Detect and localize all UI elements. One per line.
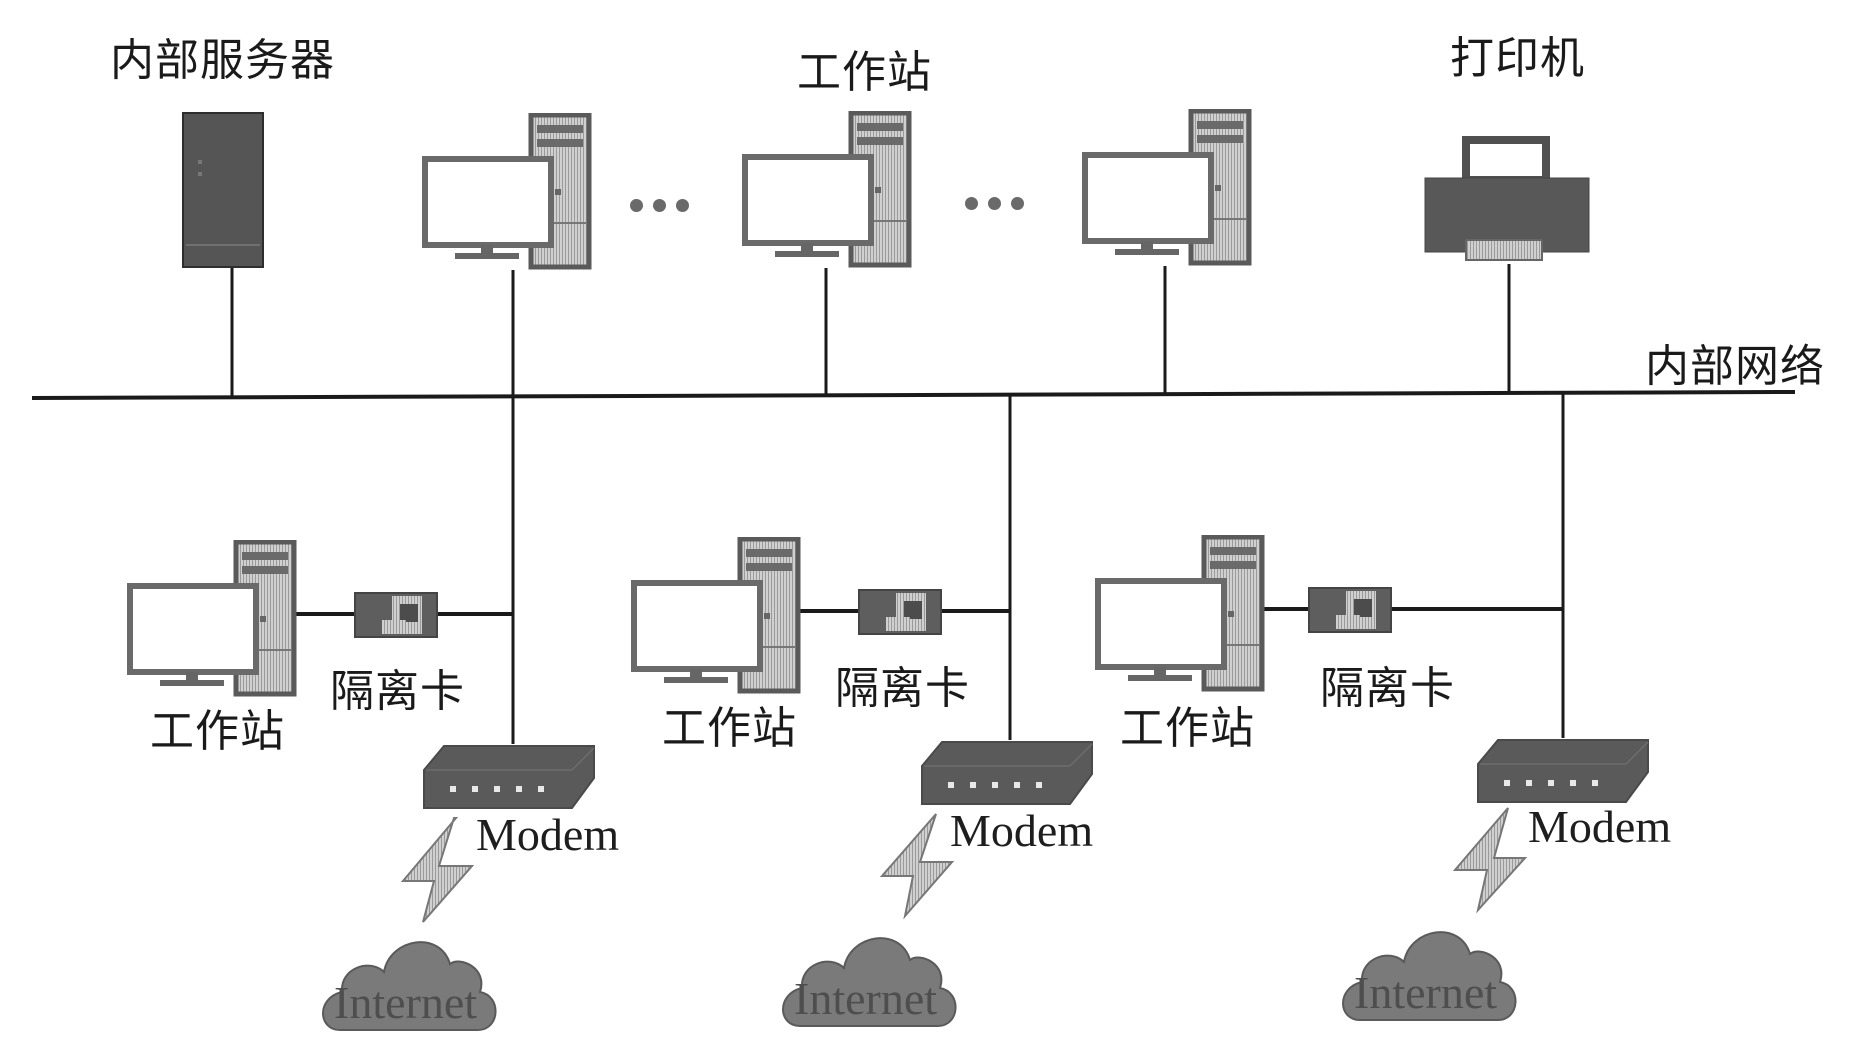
workstations-label: 工作站	[797, 47, 932, 98]
isolation-card-icon	[858, 589, 942, 635]
desktop-computer-icon	[1095, 534, 1265, 692]
modem-icon	[1477, 739, 1649, 803]
internet-cloud-icon: Internet	[1342, 931, 1517, 1021]
branch-1-workstation	[126, 539, 306, 705]
internet-cloud-icon: Internet	[782, 937, 957, 1027]
branch-2-isolation-card-label: 隔离卡	[835, 663, 970, 714]
branch-3-lightning-icon	[1452, 807, 1528, 914]
internal-network-bus	[31, 390, 1796, 400]
branch-1-lightning-icon	[400, 817, 475, 923]
printer-icon	[1424, 136, 1590, 261]
branch-1-workstation-label: 工作站	[150, 706, 285, 757]
desktop-computer-icon	[742, 110, 912, 268]
branch-3-workstation-label: 工作站	[1120, 703, 1255, 754]
branch-2-internet-label: Internet	[794, 973, 937, 1024]
top-workstation-2	[741, 110, 921, 276]
desktop-computer-icon	[1082, 108, 1252, 266]
branch-2-workstation	[630, 536, 810, 702]
isolation-card-icon	[354, 592, 438, 638]
branch-3-internet-label: Internet	[1354, 967, 1497, 1018]
internal-network-label: 内部网络	[1645, 341, 1825, 392]
desktop-computer-icon	[631, 536, 801, 694]
more-workstations-ellipsis-2	[965, 197, 1024, 210]
branch-1-internet-label: Internet	[334, 977, 477, 1028]
branch-3-isolation-card-label: 隔离卡	[1320, 663, 1455, 714]
printer-label: 打印机	[1450, 33, 1585, 84]
branch-3-modem-label: Modem	[1528, 801, 1672, 852]
top-workstation-1	[421, 112, 601, 278]
desktop-computer-icon	[127, 539, 297, 697]
modem-icon	[423, 745, 595, 809]
desktop-computer-icon	[422, 112, 592, 270]
branch-1-isolation-card-label: 隔离卡	[330, 666, 465, 717]
branch-3-workstation	[1094, 534, 1274, 700]
branch-1-modem-label: Modem	[476, 809, 620, 860]
server-tower-icon	[182, 112, 264, 268]
branch-2-modem-label: Modem	[950, 805, 1094, 856]
modem-icon	[921, 741, 1093, 805]
internal-server-label: 内部服务器	[110, 35, 335, 86]
top-workstation-3	[1081, 108, 1261, 274]
isolation-card-icon	[1308, 587, 1392, 633]
branch-2-lightning-icon	[879, 813, 955, 920]
internet-cloud-icon: Internet	[322, 941, 497, 1031]
branch-2-workstation-label: 工作站	[662, 703, 797, 754]
more-workstations-ellipsis-1	[630, 199, 689, 212]
